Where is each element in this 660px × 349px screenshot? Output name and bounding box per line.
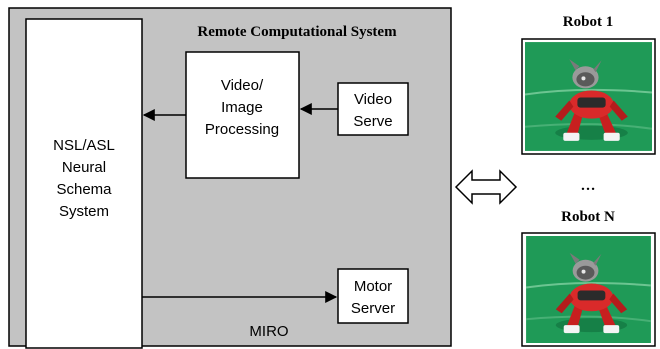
bidirectional-arrow <box>454 169 518 205</box>
svg-text:Video/: Video/ <box>221 77 264 94</box>
svg-text:Schema: Schema <box>56 181 112 198</box>
svg-text:Processing: Processing <box>205 121 279 138</box>
motor-server-box <box>337 268 409 324</box>
robotN-label: Robot N <box>561 209 615 225</box>
robotN-photo <box>525 236 652 343</box>
robots-ellipsis: … <box>581 178 596 194</box>
robot1-photo <box>525 42 652 151</box>
svg-text:Neural: Neural <box>62 159 106 176</box>
video-processing-label: Video/ Image Processing <box>205 77 279 138</box>
svg-text:Server: Server <box>351 300 395 317</box>
svg-text:Image: Image <box>221 99 263 116</box>
remote-system-title: Remote Computational System <box>197 24 397 40</box>
motor-server-label: Motor Server <box>351 278 395 317</box>
svg-text:Video: Video <box>354 91 392 108</box>
neural-schema-label: NSL/ASL Neural Schema System <box>53 137 115 220</box>
video-serve-label: Video Serve <box>353 91 392 130</box>
svg-text:Serve: Serve <box>353 113 392 130</box>
svg-text:Motor: Motor <box>354 278 392 295</box>
neural-schema-box <box>25 18 143 349</box>
miro-label: MIRO <box>249 323 288 340</box>
robot1-label: Robot 1 <box>563 14 613 30</box>
video-processing-box <box>185 51 300 179</box>
video-serve-box <box>337 82 409 136</box>
svg-text:System: System <box>59 203 109 220</box>
svg-text:NSL/ASL: NSL/ASL <box>53 137 115 154</box>
